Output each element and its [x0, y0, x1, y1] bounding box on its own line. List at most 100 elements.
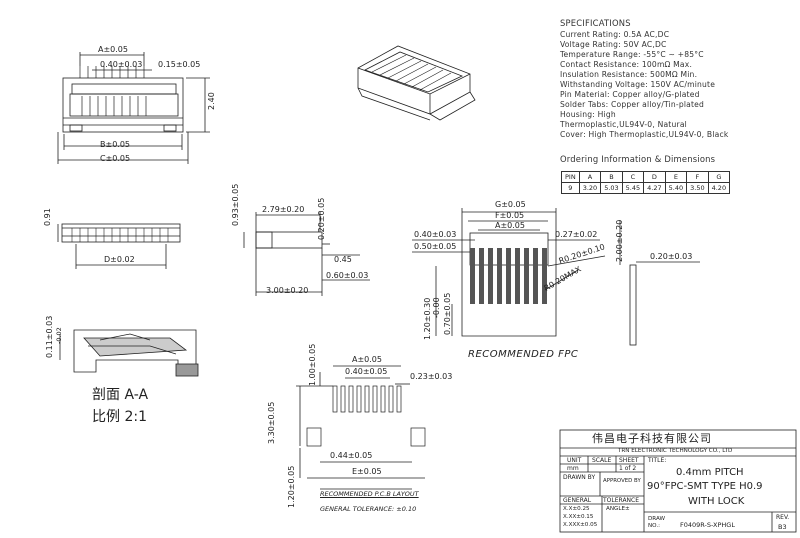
dim-side-279: 2.79±0.20 [262, 205, 305, 214]
unit-label: UNIT [567, 457, 582, 464]
ordering-value-cell: 4.20 [707, 182, 731, 194]
dim-pcb-100: 1.00±0.05 [308, 343, 317, 386]
tolerance-xxx: X.XXX±0.05 [563, 522, 598, 528]
draw-no-label: DRAW NO.: [648, 516, 666, 530]
dim-side-093: 0.93±0.05 [231, 183, 240, 226]
spec-line: Voltage Rating: 50V AC,DC [560, 40, 667, 49]
drawn-by-label: DRAWN BY [563, 474, 596, 481]
spec-line: Current Rating: 0.5A AC,DC [560, 30, 670, 39]
spec-line: Solder Tabs: Copper alloy/Tin-plated [560, 100, 705, 109]
drawing-title-line2: 90°FPC-SMT TYPE H0.9 [647, 481, 763, 492]
dim-pcb-044: 0.44±0.05 [330, 451, 373, 460]
dim-fpc-027: 0.27±0.02 [555, 230, 598, 239]
pcb-layout-drawing [296, 365, 426, 490]
approved-by-label: APPROVED BY [603, 478, 641, 484]
ordering-value-cell: 5.45 [621, 182, 645, 194]
drawing-title-line3: WITH LOCK [688, 496, 745, 507]
unit-value: mm [567, 465, 579, 472]
dim-fpc-g: G±0.05 [495, 200, 526, 209]
dim-fpc-050: 0.50±0.05 [414, 242, 457, 251]
specifications-title: SPECIFICATIONS [560, 18, 631, 28]
dim-front-d: D±0.02 [104, 255, 135, 264]
scale-label: 比例 2:1 [92, 409, 147, 425]
pcb-title: RECOMMENDED P.C.B LAYOUT [320, 490, 419, 498]
section-label: 剖面 A-A [92, 387, 149, 403]
ordering-value-cell: 5.03 [600, 182, 623, 194]
dim-top-c: C±0.05 [100, 154, 131, 163]
ordering-value-row: 9 3.20 5.03 5.45 4.27 5.40 3.50 4.20 [561, 182, 731, 194]
section-drawing [59, 329, 199, 377]
front-view-drawing [57, 223, 181, 269]
dim-front-height: 0.91 [43, 208, 52, 226]
draw-no-value: F0409R-S-XPHGL [680, 521, 735, 529]
dim-fpc-thickness: 0.20±0.03 [650, 252, 693, 261]
scale-field-label: SCALE [592, 457, 612, 464]
dim-section-011: 0.11±0.03 [45, 315, 54, 358]
dim-fpc-f: F±0.05 [495, 211, 525, 220]
ordering-header-cell: C [621, 171, 645, 183]
dim-top-width: 0.15±0.05 [158, 60, 201, 69]
isometric-view-drawing [357, 45, 476, 121]
ordering-header-cell: F [686, 171, 709, 183]
dim-fpc-070: 0.70±0.05 [443, 292, 452, 335]
pcb-tolerance: GENERAL TOLERANCE: ±0.10 [320, 505, 417, 513]
ordering-header-cell: D [643, 171, 666, 183]
dim-top-b: B±0.05 [100, 140, 131, 149]
tolerance-x: X.X±0.25 [563, 506, 590, 512]
ordering-header-cell: E [664, 171, 688, 183]
spec-line: Withstanding Voltage: 150V AC/minute [560, 80, 716, 89]
dim-pcb-120: 1.20±0.05 [287, 465, 296, 508]
rev-label: REV. [776, 514, 790, 521]
ordering-value-cell: 9 [561, 182, 580, 194]
dim-fpc-200: 2.00±0.20 [615, 219, 624, 262]
dim-fpc-000: -0.00 [432, 297, 441, 318]
spec-line: Housing: High [560, 110, 616, 119]
top-view-drawing [57, 52, 210, 164]
fpc-title: RECOMMENDED FPC [468, 349, 579, 360]
ordering-header-cell: B [600, 171, 623, 183]
ordering-value-cell: 3.20 [578, 182, 602, 194]
dim-top-a: A±0.05 [98, 45, 128, 54]
ordering-table: PIN A B C D E F G 9 3.20 5.03 5.45 4.27 … [561, 171, 731, 194]
ordering-header-cell: A [578, 171, 602, 183]
spec-line: Temperature Range: -55°C ~ +85°C [560, 50, 704, 59]
fpc-drawing [412, 208, 700, 346]
dim-fpc-a: A±0.05 [495, 221, 525, 230]
general-label: GENERAL [563, 497, 592, 504]
rev-value: B3 [778, 523, 787, 531]
dim-pcb-e: E±0.05 [352, 467, 382, 476]
ordering-value-cell: 4.27 [643, 182, 666, 194]
title-block-frame [559, 429, 797, 533]
dim-side-045: 0.45 [334, 255, 352, 264]
spec-line: Contact Resistance: 100mΩ Max. [560, 60, 693, 69]
dim-fpc-040: 0.40±0.03 [414, 230, 457, 239]
ordering-value-cell: 5.40 [664, 182, 688, 194]
dim-side-060: 0.60±0.03 [326, 271, 369, 280]
company-name-cn: 伟昌电子科技有限公司 [592, 432, 712, 445]
tolerance-label: TOLERANCE [603, 497, 640, 504]
dim-side-020: 0.20±0.05 [317, 197, 326, 240]
spec-line: Pin Material: Copper alloy/G-plated [560, 90, 700, 99]
company-name-en: TRN ELECTRONIC TECHNOLOGY CO., LTD [618, 448, 733, 454]
sheet-label: SHEET [619, 457, 639, 464]
ordering-value-cell: 3.50 [686, 182, 709, 194]
ordering-header-cell: G [707, 171, 731, 183]
drawing-title-line1: 0.4mm PITCH [676, 467, 744, 478]
dim-top-pitch: 0.40±0.03 [100, 60, 143, 69]
title-label: TITLE: [648, 457, 667, 464]
ordering-header-cell: PIN [561, 171, 580, 183]
side-view-drawing [243, 212, 370, 296]
sheet-value: 1 of 2 [619, 465, 637, 472]
dim-section-002: -0.02 [55, 327, 63, 344]
angle-label: ANGLE± [606, 506, 630, 512]
dim-fpc-120: 1.20±0.30 [423, 297, 432, 340]
dim-pcb-040: 0.40±0.05 [345, 367, 388, 376]
dim-top-height: 2.40 [207, 92, 216, 110]
spec-line: Thermoplastic,UL94V-0, Natural [560, 120, 687, 129]
dim-pcb-a: A±0.05 [352, 355, 382, 364]
tolerance-xx: X.XX±0.15 [563, 514, 594, 520]
dim-pcb-330: 3.30±0.05 [267, 401, 276, 444]
ordering-header-row: PIN A B C D E F G [561, 171, 731, 183]
spec-line: Insulation Resistance: 500MΩ Min. [560, 70, 698, 79]
